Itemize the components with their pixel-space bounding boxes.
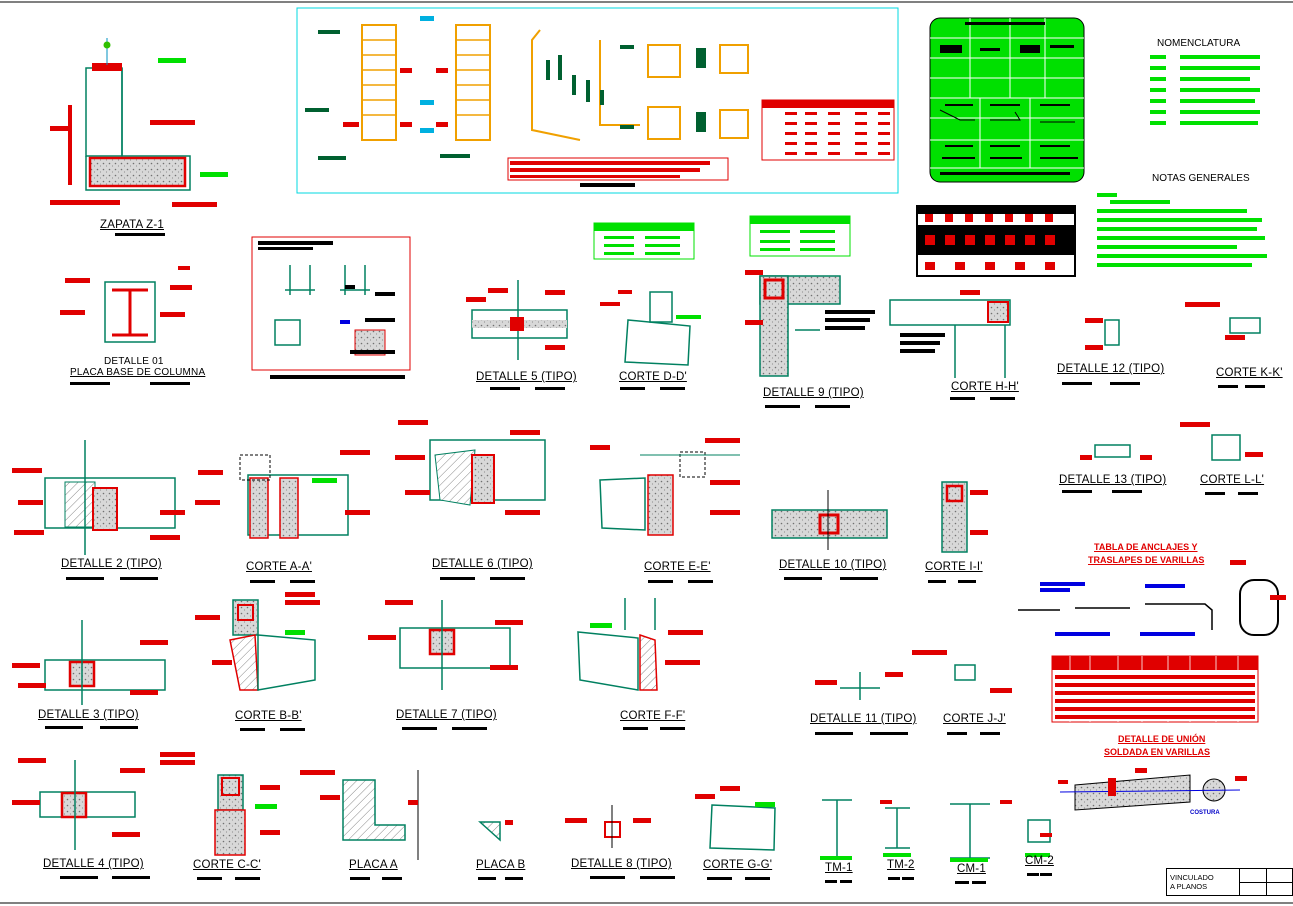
label-corte-hh: CORTE H-H': [951, 381, 1019, 393]
corte-hh-drawing: [889, 290, 1011, 378]
vinculado-stamp: VINCULADO A PLANOS: [1166, 868, 1293, 896]
label-corte-gg: CORTE G-G': [703, 859, 773, 871]
corte-ii-drawing: [941, 481, 988, 553]
corte-kk-drawing: [1185, 302, 1261, 340]
notas-list: [1097, 193, 1267, 267]
weld-symbols-table: [929, 17, 1085, 183]
weld-symbol-strip: [916, 205, 1076, 277]
label-zapata: ZAPATA Z-1: [100, 219, 164, 231]
label-detalle-8: DETALLE 8 (TIPO): [571, 858, 672, 870]
detalle-8-drawing: [565, 805, 651, 848]
corte-ff-drawing: [577, 598, 703, 691]
anclajes-table: [1018, 560, 1286, 723]
label-detalle-3: DETALLE 3 (TIPO): [38, 709, 139, 721]
anclajes-title-1: TABLA DE ANCLAJES Y: [1094, 542, 1198, 552]
label-corte-dd: CORTE D-D': [619, 371, 687, 383]
anchor-detail-box: [251, 236, 411, 379]
label-corte-ll: CORTE L-L': [1200, 474, 1265, 486]
label-corte-cc: CORTE C-C': [193, 859, 261, 871]
detalle-6-drawing: [395, 420, 546, 515]
label-placa-a: PLACA A: [349, 859, 398, 871]
corte-ll-drawing: [1180, 422, 1263, 461]
detalle-01-drawing: [60, 266, 192, 343]
detalle-9-drawing: [745, 215, 875, 377]
stamp-divider: [1239, 882, 1292, 883]
column-rebar-panel: [296, 7, 899, 194]
detalle-7-drawing: [368, 600, 523, 690]
costura-label: COSTURA: [1190, 810, 1220, 816]
detalle-5-green-table: [593, 222, 695, 260]
anclajes-title-2: TRASLAPES DE VARILLAS: [1088, 555, 1205, 565]
label-detalle-10: DETALLE 10 (TIPO): [779, 559, 887, 571]
label-placa-b: PLACA B: [476, 859, 526, 871]
profiles-drawing: [822, 799, 1051, 859]
corte-ee-drawing: [590, 438, 740, 536]
union-title-1: DETALLE DE UNIÓN: [1118, 734, 1206, 744]
label-tm2: TM-2: [887, 859, 915, 871]
label-cm1: CM-1: [957, 863, 986, 875]
label-placa-base: PLACA BASE DE COLUMNA: [70, 367, 206, 378]
label-detalle-6: DETALLE 6 (TIPO): [432, 558, 533, 570]
label-corte-ff: CORTE F-F': [620, 710, 686, 722]
label-detalle-2: DETALLE 2 (TIPO): [61, 558, 162, 570]
corte-jj-drawing: [912, 650, 1012, 693]
label-detalle-5: DETALLE 5 (TIPO): [476, 371, 577, 383]
nomenclatura-list: [1150, 55, 1260, 125]
notas-generales-heading: NOTAS GENERALES: [1152, 173, 1250, 184]
detalle-5-drawing: [466, 280, 568, 360]
stamp-line-1: VINCULADO: [1170, 873, 1214, 882]
corte-cc-drawing: [160, 752, 280, 856]
label-detalle-12: DETALLE 12 (TIPO): [1057, 363, 1165, 375]
stamp-line-2: A PLANOS: [1170, 882, 1208, 891]
detalle-11-drawing: [815, 672, 903, 700]
label-corte-jj: CORTE J-J': [943, 713, 1006, 725]
corte-gg-drawing: [695, 786, 776, 851]
detalle-4-drawing: [12, 758, 145, 850]
detalle-10-drawing: [771, 490, 888, 550]
label-cm2: CM-2: [1025, 855, 1054, 867]
label-corte-kk: CORTE K-K': [1216, 367, 1283, 379]
label-tm1: TM-1: [825, 862, 853, 874]
label-corte-ii: CORTE I-I': [925, 561, 983, 573]
placa-b-drawing: [478, 820, 513, 842]
zapata-drawing: [50, 38, 228, 236]
placa-a-drawing: [300, 770, 419, 860]
detalle-2-drawing: [12, 440, 185, 555]
detalle-12-drawing: [1085, 318, 1120, 350]
label-detalle-4: DETALLE 4 (TIPO): [43, 858, 144, 870]
detalle-13-drawing: [1080, 444, 1152, 460]
corte-bb-drawing: [195, 592, 320, 691]
label-detalle-13: DETALLE 13 (TIPO): [1059, 474, 1167, 486]
label-detalle-9: DETALLE 9 (TIPO): [763, 387, 864, 399]
corte-aa-drawing: [195, 450, 370, 539]
label-detalle-11: DETALLE 11 (TIPO): [810, 713, 917, 725]
label-corte-ee: CORTE E-E': [644, 561, 711, 573]
label-detalle-01: DETALLE 01: [104, 356, 164, 367]
detalle-3-drawing: [12, 620, 168, 705]
label-corte-aa: CORTE A-A': [246, 561, 312, 573]
nomenclatura-heading: NOMENCLATURA: [1157, 38, 1241, 49]
union-title-2: SOLDADA EN VARILLAS: [1104, 747, 1211, 757]
label-detalle-7: DETALLE 7 (TIPO): [396, 709, 497, 721]
label-corte-bb: CORTE B-B': [235, 710, 302, 722]
corte-dd-drawing: [600, 290, 701, 366]
union-soldada-drawing: [1058, 768, 1247, 811]
